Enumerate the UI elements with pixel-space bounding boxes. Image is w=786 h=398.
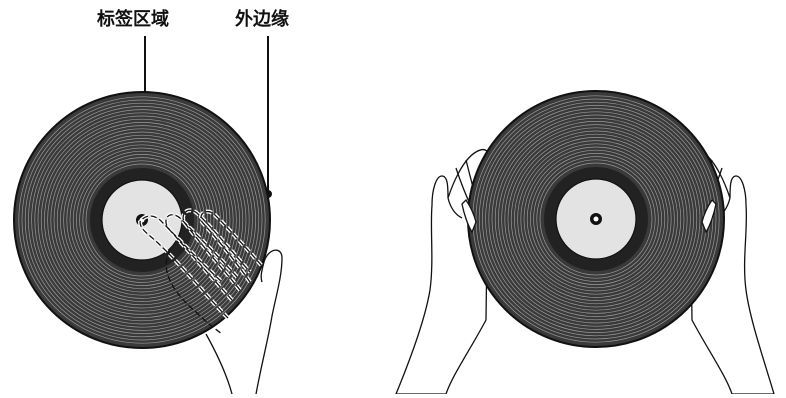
record-groove bbox=[494, 117, 698, 321]
left-hand-thumb-joint bbox=[260, 261, 265, 283]
record-groove bbox=[50, 128, 234, 312]
record-groove bbox=[34, 112, 250, 328]
right-record-spindle-hole bbox=[593, 216, 599, 222]
left-record bbox=[13, 91, 271, 349]
record-groove bbox=[60, 138, 224, 302]
record-groove bbox=[478, 101, 714, 337]
record-groove bbox=[514, 137, 678, 301]
record-groove bbox=[53, 131, 231, 309]
record-groove bbox=[507, 130, 685, 308]
right-thumb-tip bbox=[701, 198, 717, 234]
right-record bbox=[467, 90, 725, 348]
record-groove bbox=[21, 99, 263, 341]
record-groove bbox=[47, 125, 237, 315]
left-hand-fingers bbox=[139, 209, 263, 335]
record-groove bbox=[44, 122, 240, 318]
record-groove bbox=[530, 153, 662, 285]
left-hand-thumb bbox=[255, 249, 283, 395]
record-groove bbox=[510, 133, 682, 305]
record-groove bbox=[40, 118, 244, 322]
record-groove bbox=[520, 143, 672, 295]
right-fingertips-on-edge bbox=[461, 198, 717, 234]
record-groove bbox=[28, 106, 256, 334]
record-groove bbox=[56, 134, 228, 306]
outer-edge-callout: 外边缘 bbox=[235, 9, 289, 30]
record-groove bbox=[504, 127, 688, 311]
left-hand-wrist bbox=[205, 333, 233, 395]
left-hand-touching-label bbox=[137, 208, 283, 395]
left-record-grooves bbox=[18, 96, 266, 344]
record-groove bbox=[526, 149, 666, 289]
right-left-hand-thumb-crease bbox=[447, 197, 463, 219]
record-groove bbox=[24, 102, 260, 338]
record-groove bbox=[72, 150, 212, 290]
record-groove bbox=[76, 154, 208, 286]
record-groove bbox=[517, 140, 675, 298]
record-groove bbox=[85, 163, 199, 277]
record-groove bbox=[69, 147, 215, 293]
label-area-callout: 标签区域 bbox=[97, 9, 169, 30]
record-groove bbox=[63, 141, 221, 299]
left-thumb-tip bbox=[461, 198, 477, 234]
record-groove bbox=[31, 109, 253, 331]
record-groove bbox=[498, 121, 694, 317]
record-groove bbox=[491, 114, 701, 324]
record-groove bbox=[37, 115, 247, 325]
record-groove bbox=[501, 124, 691, 314]
record-groove bbox=[475, 98, 717, 340]
record-groove bbox=[523, 146, 669, 292]
record-groove bbox=[536, 159, 656, 279]
record-groove bbox=[539, 162, 653, 276]
record-groove bbox=[533, 156, 659, 282]
record-groove bbox=[18, 96, 266, 344]
